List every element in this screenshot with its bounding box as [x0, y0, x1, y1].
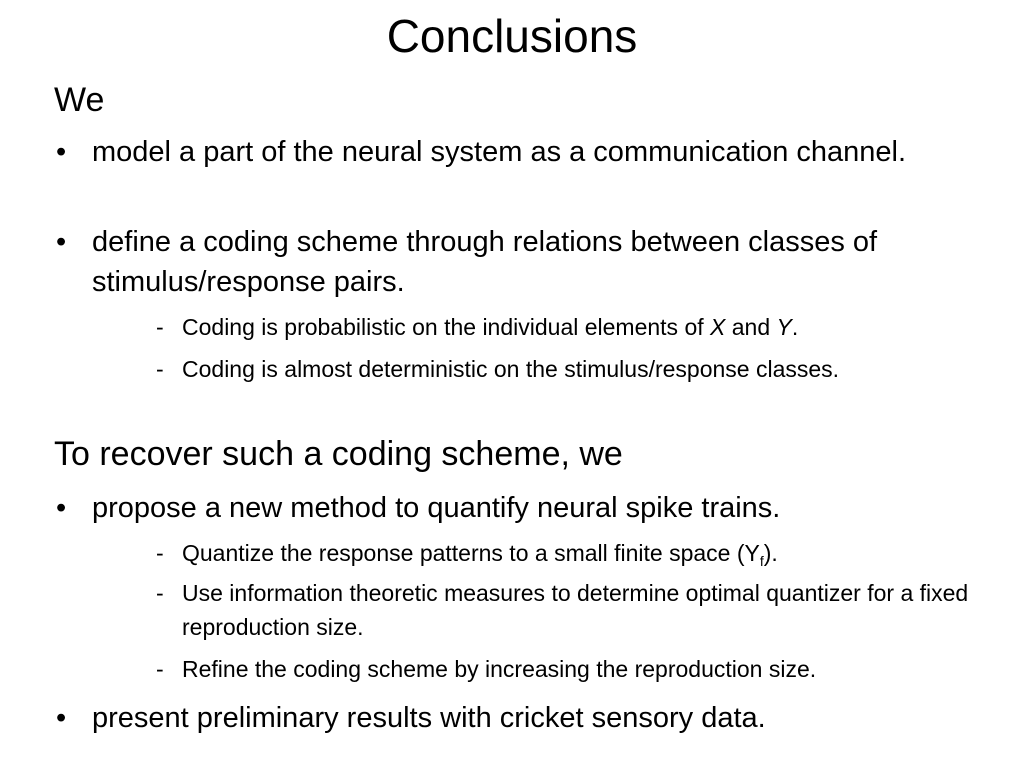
- bullet-text: propose a new method to quantify neural …: [92, 492, 781, 524]
- subbullet-text: Refine the coding scheme by increasing t…: [182, 656, 817, 682]
- bullet-text: define a coding scheme through relations…: [92, 226, 878, 298]
- subscript-f: f: [759, 553, 764, 569]
- subbullet-text: Use information theoretic measures to de…: [182, 580, 969, 640]
- subbullet-text: Quantize the response patterns to a smal…: [182, 536, 976, 578]
- subbullet-item: - Coding is almost deterministic on the …: [156, 352, 976, 386]
- section-heading-we: We: [54, 81, 105, 119]
- subbullet-item: - Refine the coding scheme by increasing…: [156, 652, 976, 686]
- section-heading-recover: To recover such a coding scheme, we: [54, 435, 623, 473]
- subbullet-item: - Use information theoretic measures to …: [156, 576, 976, 644]
- bullet-mark: •: [56, 702, 67, 734]
- bullet-item: • model a part of the neural system as a…: [56, 132, 936, 172]
- bullet-text: model a part of the neural system as a c…: [92, 136, 907, 168]
- subbullet-item: - Quantize the response patterns to a sm…: [156, 536, 976, 578]
- subbullet-text-post: ).: [763, 540, 778, 566]
- bullet-mark: •: [56, 136, 67, 168]
- bullet-mark: •: [56, 492, 67, 524]
- subbullet-text: Coding is probabilistic on the individua…: [182, 310, 976, 344]
- subbullet-text: Coding is almost deterministic on the st…: [182, 356, 840, 382]
- subbullet-text-mid: and: [725, 314, 777, 340]
- bullet-text: present preliminary results with cricket…: [92, 702, 766, 734]
- subbullet-item: - Coding is probabilistic on the individ…: [156, 310, 976, 344]
- subbullet-mark: -: [156, 314, 164, 340]
- variable-y: Y: [776, 314, 792, 340]
- bullet-item: • define a coding scheme through relatio…: [56, 222, 936, 302]
- bullet-item: • present preliminary results with crick…: [56, 698, 936, 738]
- subbullet-mark: -: [156, 356, 164, 382]
- slide-title: Conclusions: [386, 10, 638, 62]
- bullet-mark: •: [56, 226, 67, 258]
- subbullet-text-pre: Coding is probabilistic on the individua…: [182, 314, 711, 340]
- subbullet-mark: -: [156, 540, 164, 566]
- subbullet-mark: -: [156, 580, 164, 606]
- subbullet-text-post: .: [791, 314, 799, 340]
- bullet-item: • propose a new method to quantify neura…: [56, 488, 936, 528]
- subbullet-mark: -: [156, 656, 164, 682]
- subbullet-text-pre: Quantize the response patterns to a smal…: [182, 540, 760, 566]
- variable-x: X: [710, 314, 726, 340]
